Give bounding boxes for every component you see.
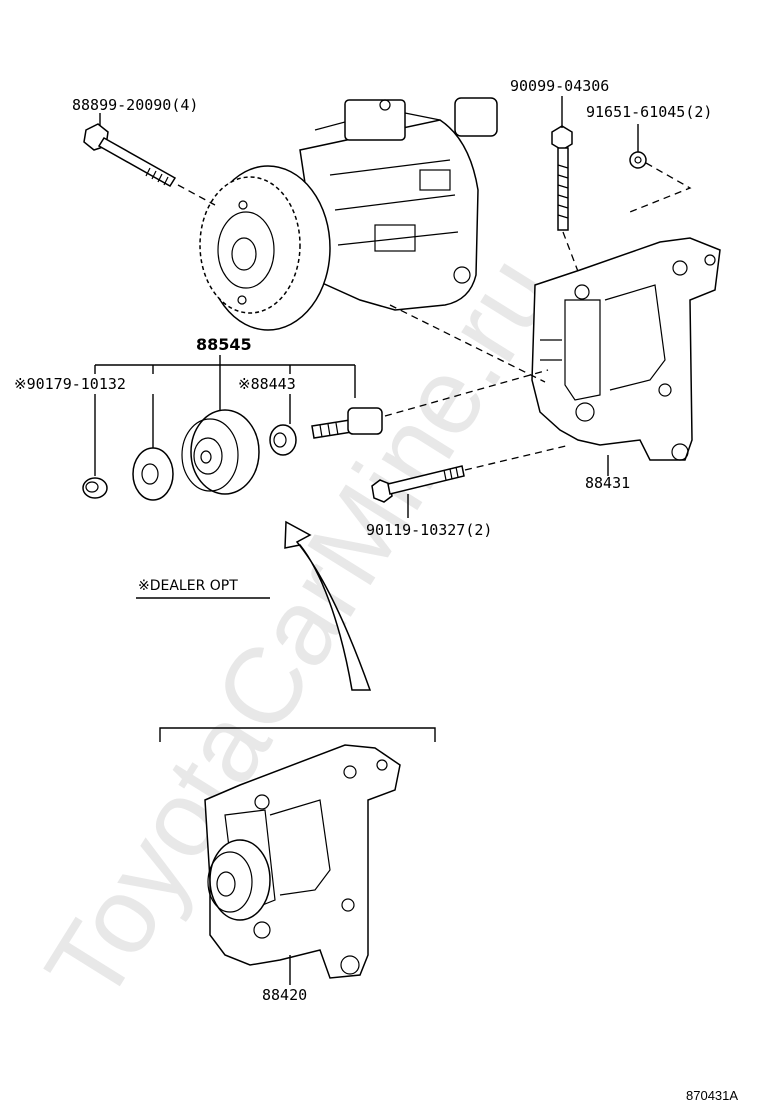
label-bracket-assy: 88420 [262,986,307,1004]
pulley-nut [82,477,108,499]
bracket-assy-88420 [204,744,401,979]
pulley-bolt [311,407,383,439]
bracket-88431 [531,237,721,461]
dealer-option-note: ※DEALER OPT [138,578,238,594]
stud-bolt [551,125,573,231]
label-pulley-nut: ※90179-10132 [14,375,126,393]
label-pulley-assy: 88545 [196,335,252,354]
label-bracket: 88431 [585,474,630,492]
label-compressor-bolt: 88899-20090(4) [72,96,198,114]
bracket-bolt [371,465,465,503]
assembly-arrow [284,520,372,691]
figure-code: 870431A [686,1088,738,1103]
pulley-washer [132,447,174,501]
pulley-spacer [269,424,297,456]
label-stud-bolt: 90099-04306 [510,77,609,95]
assembly-bracket-line [159,727,436,742]
label-nut: 91651-61045(2) [586,103,712,121]
idler-pulley [181,409,260,495]
compressor-bolt [83,123,177,188]
label-pulley-spacer: ※88443 [238,375,296,393]
nut [629,151,647,169]
ac-compressor [199,97,498,331]
label-bracket-bolt: 90119-10327(2) [366,521,492,539]
